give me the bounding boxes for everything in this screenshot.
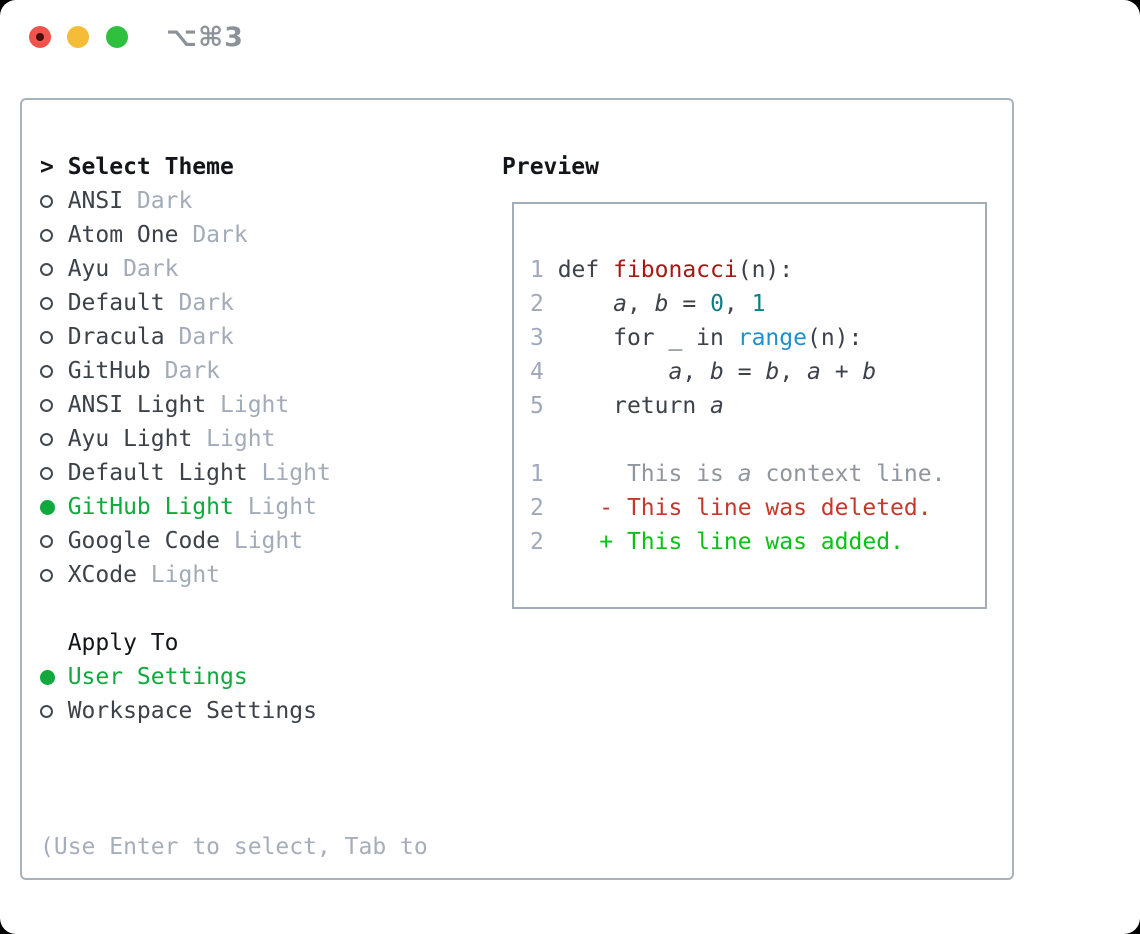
theme-selector-title: Select Theme bbox=[67, 154, 234, 180]
preview-title: Preview bbox=[502, 154, 599, 180]
radio-unselected-icon bbox=[40, 228, 68, 242]
theme-option-atom-one[interactable]: Atom One Dark bbox=[40, 218, 490, 252]
theme-option-dracula[interactable]: Dracula Dark bbox=[40, 320, 490, 354]
close-button[interactable] bbox=[29, 26, 51, 48]
radio-unselected-icon bbox=[40, 432, 68, 446]
spacer bbox=[40, 592, 490, 626]
theme-name: Dracula bbox=[67, 324, 165, 350]
spacer bbox=[40, 728, 490, 762]
theme-variant: Dark bbox=[150, 358, 221, 384]
theme-name: ANSI Light bbox=[67, 392, 207, 418]
theme-name: Default Light bbox=[67, 460, 248, 486]
radio-unselected-icon bbox=[40, 330, 68, 344]
radio-unselected-icon bbox=[40, 296, 68, 310]
preview-box: 1 def fibonacci(n): 2 a, b = 0, 1 3 for _ … bbox=[512, 202, 987, 609]
apply-to-header: Apply To bbox=[40, 626, 490, 660]
theme-variant: Dark bbox=[178, 222, 248, 248]
theme-variant: Light bbox=[136, 562, 221, 588]
preview-line: 1 def fibonacci(n): bbox=[530, 257, 794, 283]
theme-option-github[interactable]: GitHub Dark bbox=[40, 354, 490, 388]
preview-line: 2 + This line was added. bbox=[530, 529, 904, 555]
theme-variant: Light bbox=[192, 426, 276, 452]
preview-line: 3 for _ in range(n): bbox=[530, 325, 863, 351]
radio-selected-icon bbox=[40, 669, 68, 685]
theme-variant: Light bbox=[233, 494, 317, 520]
theme-name: GitHub Light bbox=[67, 494, 234, 520]
theme-variant: Dark bbox=[164, 324, 234, 350]
preview-line: 2 - This line was deleted. bbox=[530, 495, 932, 521]
theme-option-default[interactable]: Default Dark bbox=[40, 286, 490, 320]
window-title: ⌥⌘3 bbox=[166, 22, 244, 53]
radio-unselected-icon bbox=[40, 704, 68, 718]
theme-option-xcode[interactable]: XCode Light bbox=[40, 558, 490, 592]
preview-line: 5 return a bbox=[530, 393, 724, 419]
theme-name: Google Code bbox=[67, 528, 221, 554]
radio-selected-icon bbox=[40, 499, 68, 515]
radio-unselected-icon bbox=[40, 534, 68, 548]
theme-option-ayu[interactable]: Ayu Dark bbox=[40, 252, 490, 286]
preview-line: 4 a, b = b, a + b bbox=[530, 359, 877, 385]
apply-option-workspace-settings[interactable]: Workspace Settings bbox=[40, 694, 490, 728]
theme-name: Atom One bbox=[67, 222, 179, 248]
preview-code: 1 def fibonacci(n): 2 a, b = 0, 1 3 for _ … bbox=[514, 204, 985, 559]
preview-line: 2 a, b = 0, 1 bbox=[530, 291, 766, 317]
theme-selector-header: > Select Theme bbox=[40, 150, 490, 184]
apply-option-label: User Settings bbox=[67, 664, 248, 690]
selection-prompt-icon: > bbox=[40, 154, 54, 180]
radio-unselected-icon bbox=[40, 194, 68, 208]
radio-unselected-icon bbox=[40, 364, 68, 378]
theme-name: Ayu Light bbox=[67, 426, 193, 452]
radio-unselected-icon bbox=[40, 398, 68, 412]
radio-unselected-icon bbox=[40, 568, 68, 582]
theme-name: GitHub bbox=[67, 358, 151, 384]
theme-option-ayu-light[interactable]: Ayu Light Light bbox=[40, 422, 490, 456]
theme-option-default-light[interactable]: Default Light Light bbox=[40, 456, 490, 490]
radio-unselected-icon bbox=[40, 466, 68, 480]
theme-option-ansi-light[interactable]: ANSI Light Light bbox=[40, 388, 490, 422]
preview-line bbox=[530, 423, 985, 457]
theme-name: Default bbox=[67, 290, 165, 316]
theme-variant: Dark bbox=[123, 188, 193, 214]
theme-variant: Light bbox=[247, 460, 331, 486]
preview-line: 1 This is a context line. bbox=[530, 461, 946, 487]
close-button-dot bbox=[36, 33, 44, 41]
titlebar: ⌥⌘3 bbox=[0, 0, 1140, 75]
theme-variant: Dark bbox=[164, 290, 234, 316]
zoom-button[interactable] bbox=[106, 26, 128, 48]
theme-option-ansi[interactable]: ANSI Dark bbox=[40, 184, 490, 218]
theme-variant: Light bbox=[220, 528, 304, 554]
theme-name: XCode bbox=[67, 562, 137, 588]
theme-name: Ayu bbox=[67, 256, 110, 282]
minimize-button[interactable] bbox=[67, 26, 89, 48]
theme-variant: Dark bbox=[109, 256, 179, 282]
apply-to-title: Apply To bbox=[67, 630, 179, 656]
radio-unselected-icon bbox=[40, 262, 68, 276]
theme-option-google-code[interactable]: Google Code Light bbox=[40, 524, 490, 558]
theme-variant: Light bbox=[206, 392, 290, 418]
help-text: (Use Enter to select, Tab to change focu… bbox=[40, 762, 490, 934]
theme-option-github-light[interactable]: GitHub Light Light bbox=[40, 490, 490, 524]
theme-name: ANSI bbox=[67, 188, 124, 214]
help-text-line1: (Use Enter to select, Tab to bbox=[40, 834, 428, 860]
apply-option-user-settings[interactable]: User Settings bbox=[40, 660, 490, 694]
apply-option-label: Workspace Settings bbox=[67, 698, 317, 724]
